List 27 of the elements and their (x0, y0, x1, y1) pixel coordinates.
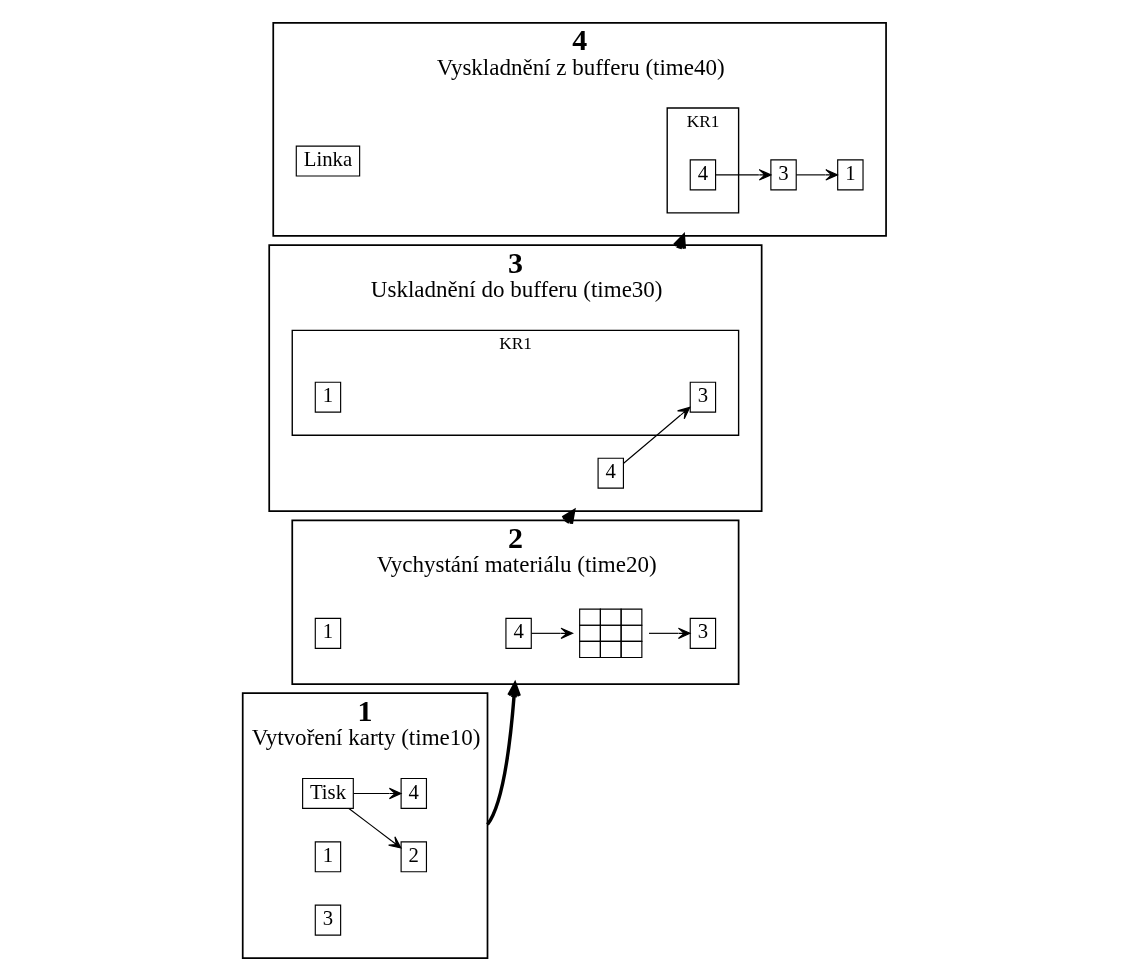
node-box: 4 (597, 457, 624, 489)
arrow (486, 681, 521, 825)
node-box: 3 (770, 158, 797, 190)
arrow (348, 807, 402, 849)
node-label: 1 (357, 693, 373, 727)
arrow (715, 168, 772, 181)
node-box: 3 (314, 904, 342, 936)
node-box: 1 (837, 158, 864, 190)
node-label: 4 (572, 22, 588, 56)
node-box: 1 (314, 840, 342, 872)
node-box: 1 (314, 617, 342, 649)
arrow (795, 168, 838, 181)
arrow (353, 787, 402, 799)
node-box: Linka (295, 145, 361, 177)
node-box: Tisk (302, 777, 354, 809)
node-box: 1 (314, 381, 342, 413)
node-box: 4 (400, 777, 428, 809)
node-box: 3 (689, 381, 717, 413)
node-box: 3 (689, 617, 717, 649)
node-box: 2 (400, 840, 428, 872)
node-label: 3 (507, 245, 523, 279)
arrow (623, 406, 691, 464)
arrow (530, 627, 574, 639)
node-box: 4 (689, 158, 717, 190)
node-label: 2 (507, 520, 523, 554)
arrow (648, 627, 691, 639)
node-box: 4 (505, 617, 532, 649)
